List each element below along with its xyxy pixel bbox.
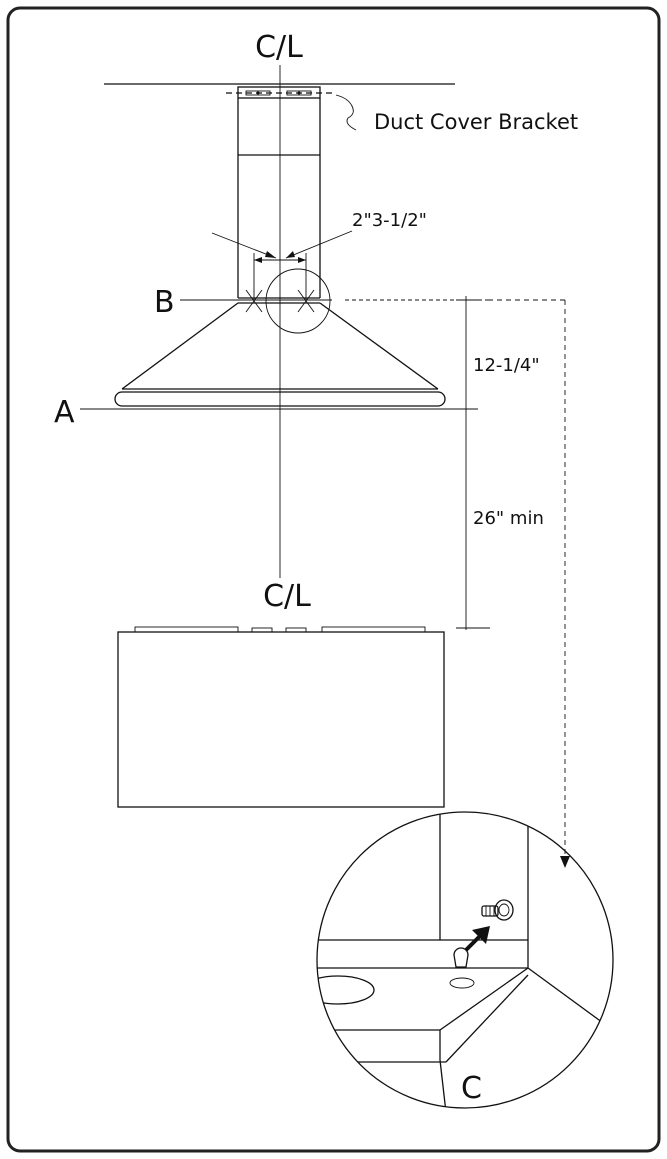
spacing-dimension-label: 2"3-1/2" xyxy=(352,210,427,231)
frame-border xyxy=(6,6,661,1153)
screw-icon xyxy=(481,899,514,921)
centerline-label-bottom: C/L xyxy=(263,579,311,614)
duct-cover-bracket xyxy=(226,86,336,99)
point-a-label: A xyxy=(54,395,75,430)
cooktop xyxy=(117,626,445,808)
arrow-icon xyxy=(464,926,490,952)
duct-cover-bracket-label: Duct Cover Bracket xyxy=(374,110,578,134)
point-b-label: B xyxy=(154,285,175,320)
hood-canopy xyxy=(114,302,446,407)
centerline-label-top: C/L xyxy=(255,30,303,65)
vertical-dimension-line xyxy=(345,296,490,630)
min-clearance-dimension-label: 26" min xyxy=(473,508,544,529)
bracket-leader-line xyxy=(335,94,357,131)
spacing-dimension xyxy=(211,230,353,300)
detail-leader xyxy=(488,299,570,868)
hood-height-dimension-label: 12-1/4" xyxy=(473,355,540,376)
hood-mounting-plate xyxy=(238,289,320,313)
detail-reference-circle xyxy=(265,268,331,334)
chimney xyxy=(237,98,321,298)
detail-c-label: C xyxy=(461,1071,482,1106)
